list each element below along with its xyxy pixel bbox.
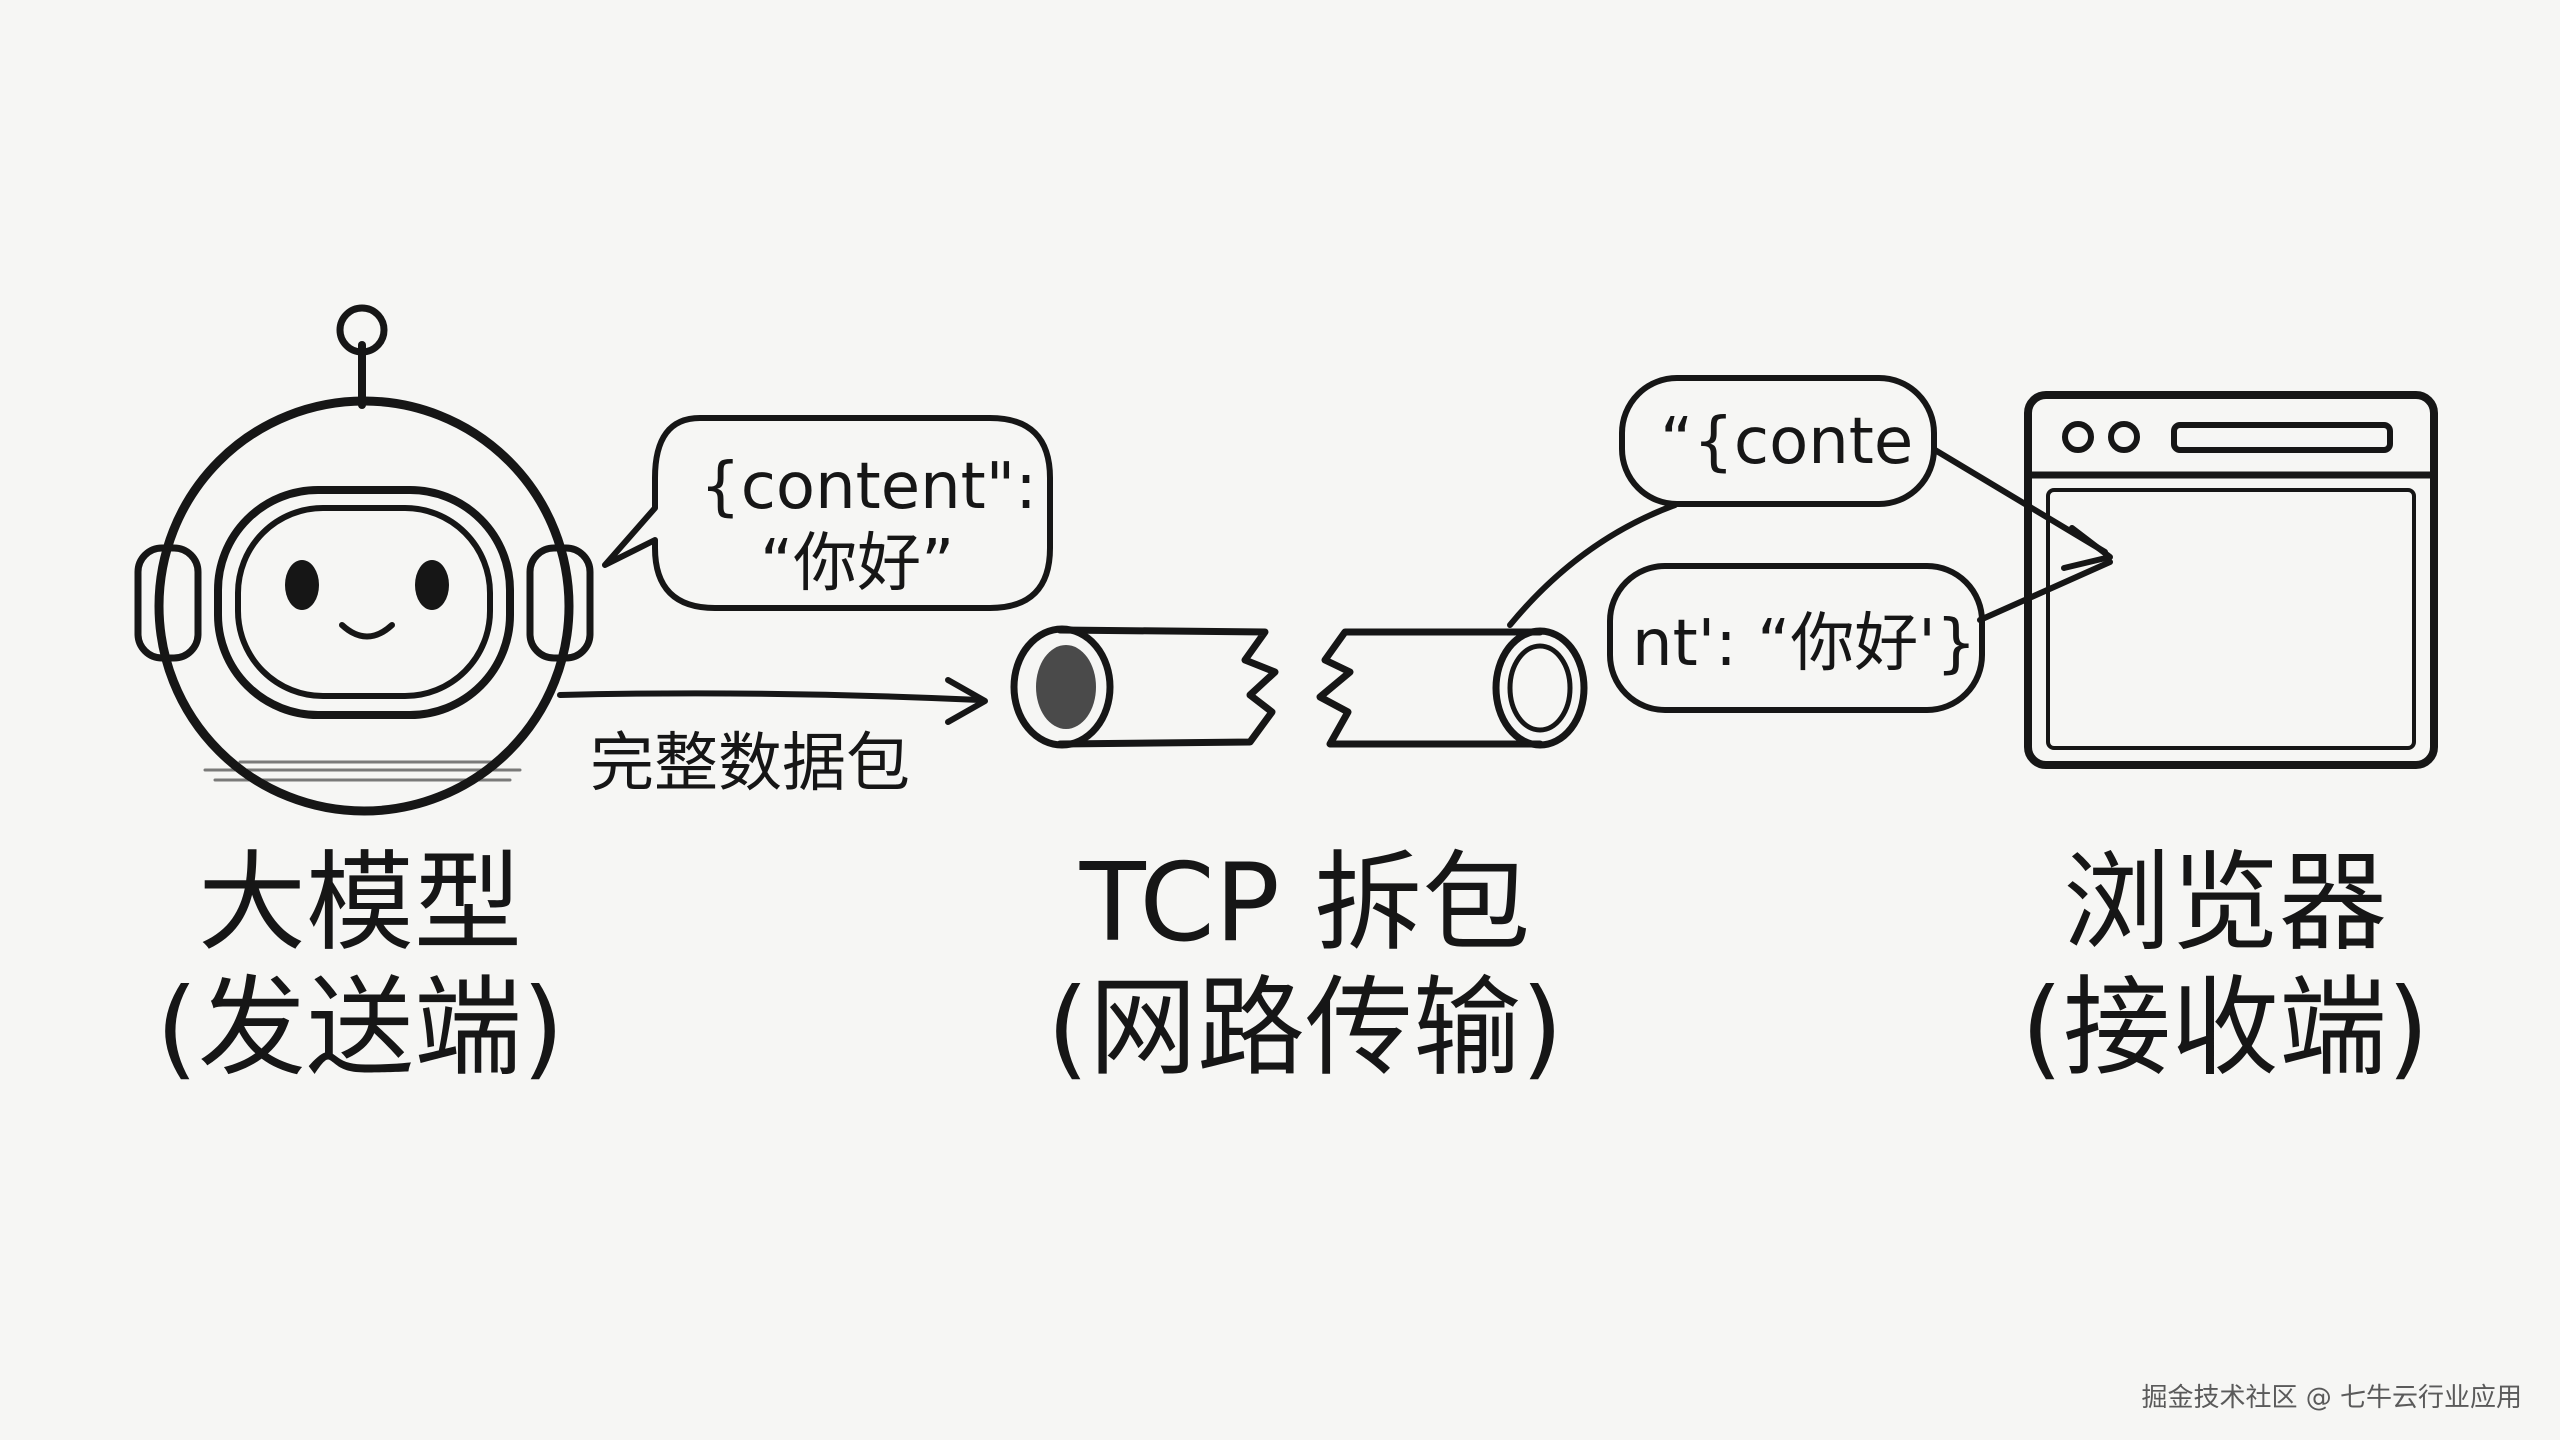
- browser-window-icon: [2024, 391, 2438, 769]
- robot-icon: [134, 304, 594, 816]
- sender-bubble-line1: {content":: [700, 450, 1037, 524]
- fragment-second-text: nt': “你好'}: [1632, 607, 1977, 681]
- sender-title: 大模型: [198, 841, 522, 966]
- receiver-subtitle: (接收端): [2021, 966, 2429, 1091]
- receiver-title: 浏览器: [2063, 841, 2387, 966]
- fragment-bubble-first: “{conte: [1619, 375, 1937, 507]
- complete-packet-label: 完整数据包: [590, 727, 910, 801]
- fragment-first-text: “{conte: [1660, 405, 1913, 479]
- pipe-to-fragment-curve: [1507, 502, 1678, 628]
- broken-pipe-icon: [1010, 625, 1588, 749]
- network-subtitle: (网路传输): [1047, 966, 1563, 1091]
- sender-speech-bubble: {content": “你好”: [602, 415, 1053, 611]
- fragment-arrows: [1932, 447, 2113, 623]
- sender-subtitle: (发送端): [156, 966, 564, 1091]
- watermark-text: 掘金技术社区 @ 七牛云行业应用: [2141, 1383, 2522, 1413]
- network-title: TCP 拆包: [1079, 841, 1531, 966]
- sender-bubble-line2: “你好”: [760, 527, 954, 601]
- fragment-bubble-second: nt': “你好'}: [1607, 563, 1985, 713]
- complete-packet-arrow: [557, 677, 988, 725]
